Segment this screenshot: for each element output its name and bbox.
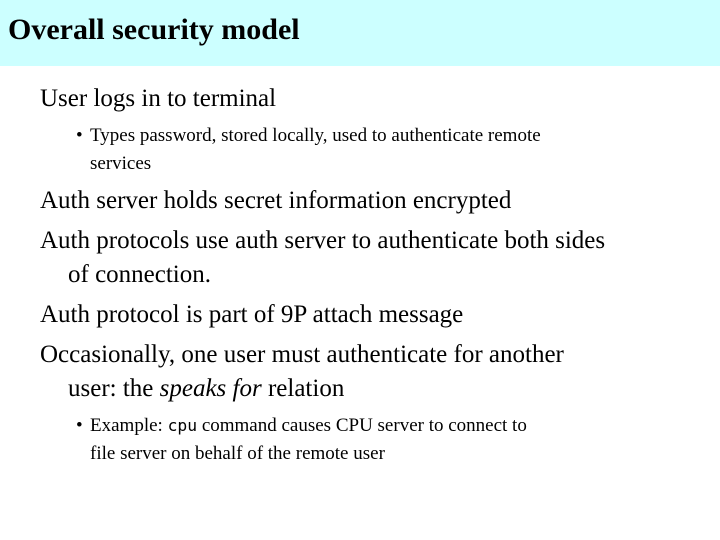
text-run-italic: speaks for: [159, 375, 262, 402]
text-line: file server on behalf of the remote user: [0, 440, 720, 468]
bullet-icon: •: [76, 415, 83, 436]
text-line: Auth protocol is part of 9P attach messa…: [0, 298, 720, 332]
text-run: Example:: [90, 415, 168, 436]
text-line: • Example: cpu command causes CPU server …: [0, 412, 720, 440]
text-line: Auth server holds secret information enc…: [0, 184, 720, 218]
slide-body: User logs in to terminal • Types password,…: [0, 66, 720, 468]
text-line: User logs in to terminal: [0, 82, 720, 116]
text-run: Auth protocols use auth server to authen…: [40, 227, 606, 254]
text-run-mono: cpu: [167, 416, 198, 435]
text-run: of connection.: [68, 261, 212, 288]
bullet-item-level1: Auth protocols use auth server to authen…: [0, 224, 720, 292]
text-run: Types password, stored locally, used to …: [90, 125, 541, 146]
bullet-item-level2: • Types password, stored locally, used to…: [0, 122, 720, 178]
text-line: user: the speaks for relation: [0, 372, 720, 406]
bullet-item-level1: User logs in to terminal: [0, 82, 720, 116]
text-line: • Types password, stored locally, used to…: [0, 122, 720, 150]
slide-header: Overall security model: [0, 0, 720, 66]
bullet-item-level2: • Example: cpu command causes CPU server …: [0, 412, 720, 468]
text-run: User logs in to terminal: [40, 85, 277, 112]
text-line: of connection.: [0, 258, 720, 292]
bullet-icon: •: [76, 125, 83, 146]
text-run: relation: [261, 375, 345, 402]
text-run: services: [90, 153, 152, 174]
bullet-item-level1: Auth protocol is part of 9P attach messa…: [0, 298, 720, 332]
text-line: Auth protocols use auth server to authen…: [0, 224, 720, 258]
slide-title: Overall security model: [8, 13, 300, 46]
text-run: file server on behalf of the remote user: [90, 443, 385, 464]
text-run: user: the: [68, 375, 160, 402]
text-run: Auth server holds secret information enc…: [40, 187, 512, 214]
text-line: services: [0, 150, 720, 178]
text-run: Occasionally, one user must authenticate…: [40, 341, 564, 368]
bullet-item-level1: Auth server holds secret information enc…: [0, 184, 720, 218]
text-line: Occasionally, one user must authenticate…: [0, 338, 720, 372]
bullet-item-level1: Occasionally, one user must authenticate…: [0, 338, 720, 406]
text-run: Auth protocol is part of 9P attach messa…: [40, 301, 464, 328]
text-run: command causes CPU server to connect to: [197, 415, 527, 436]
